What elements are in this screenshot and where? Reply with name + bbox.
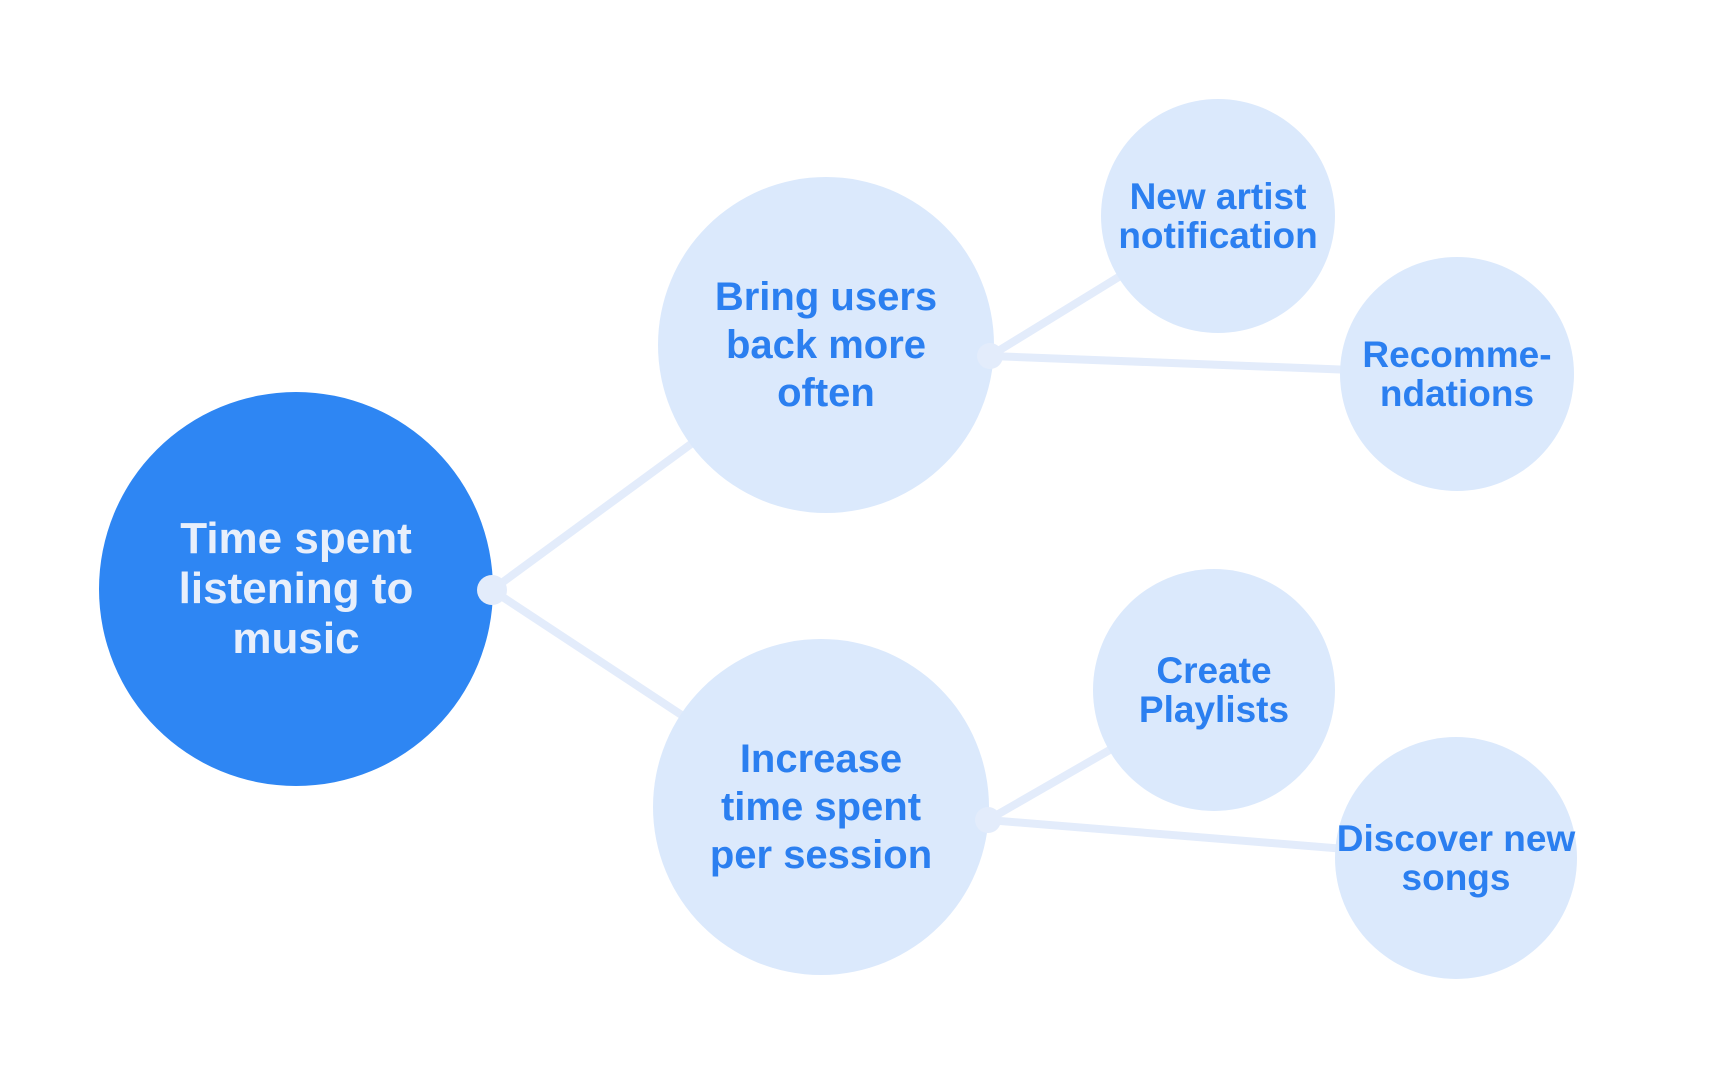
node-label-line: Create bbox=[1156, 650, 1272, 691]
node-label-line: time spent bbox=[720, 785, 922, 829]
node-label-line: Bring users bbox=[714, 275, 938, 319]
node-label-line: Increase bbox=[739, 737, 903, 781]
node-label-line: ndations bbox=[1379, 373, 1535, 414]
node-new-artist-notification[interactable]: New artist notification bbox=[1101, 99, 1335, 333]
junction-dot-increase-time bbox=[975, 807, 1001, 833]
node-label: Bring users back more often bbox=[715, 273, 937, 417]
node-label-line: often bbox=[777, 371, 875, 415]
node-label-line: listening to bbox=[178, 564, 414, 613]
node-discover-new-songs[interactable]: Discover new songs bbox=[1335, 737, 1577, 979]
node-label-line: Time spent bbox=[180, 514, 412, 563]
node-label-line: songs bbox=[1401, 857, 1511, 898]
node-label: New artist notification bbox=[1118, 177, 1317, 255]
node-label-line: back more bbox=[725, 323, 927, 367]
node-label: Recomme- ndations bbox=[1362, 335, 1551, 413]
node-label-line: music bbox=[232, 614, 360, 663]
node-label-line: New artist bbox=[1129, 176, 1307, 217]
node-label: Increase time spent per session bbox=[710, 735, 932, 879]
node-label-line: Discover new bbox=[1336, 818, 1576, 859]
node-bring-users-back[interactable]: Bring users back more often bbox=[658, 177, 994, 513]
node-label-line: per session bbox=[709, 833, 933, 877]
node-label: Create Playlists bbox=[1139, 651, 1289, 729]
node-label-line: Recomme- bbox=[1362, 334, 1552, 375]
node-time-spent-listening[interactable]: Time spent listening to music bbox=[99, 392, 493, 786]
node-increase-time-spent[interactable]: Increase time spent per session bbox=[653, 639, 989, 975]
node-recommendations[interactable]: Recomme- ndations bbox=[1340, 257, 1574, 491]
node-label: Time spent listening to music bbox=[179, 514, 414, 664]
node-label: Discover new songs bbox=[1337, 819, 1576, 897]
node-label-line: Playlists bbox=[1138, 689, 1290, 730]
node-create-playlists[interactable]: Create Playlists bbox=[1093, 569, 1335, 811]
junction-dot-root bbox=[477, 575, 507, 605]
node-label-line: notification bbox=[1118, 215, 1318, 256]
junction-dot-bring-users bbox=[977, 343, 1003, 369]
